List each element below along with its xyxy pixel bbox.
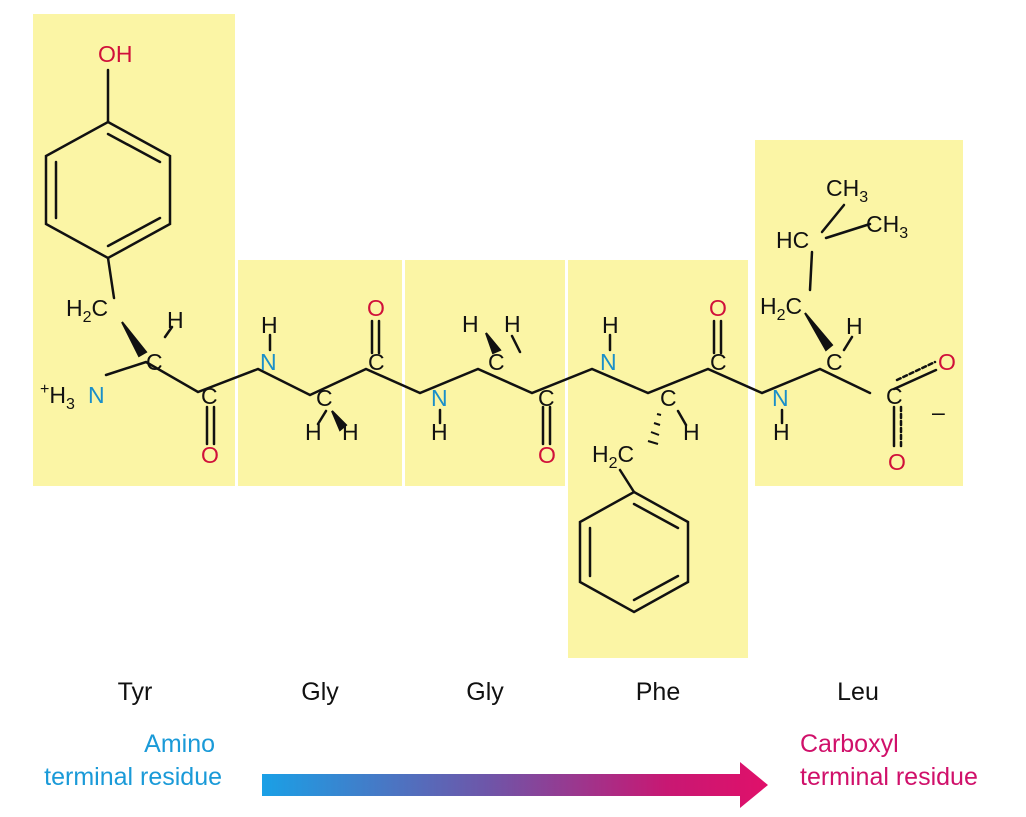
- methyl-label: CH3: [826, 175, 868, 206]
- hydrogen-label: H: [602, 312, 619, 338]
- leu-box: [755, 140, 963, 486]
- oxygen-label: O: [888, 449, 906, 475]
- phe-ch2-bond: [618, 468, 636, 494]
- hydrogen-label: H: [773, 419, 790, 445]
- ring-double-bond: [106, 216, 162, 248]
- oxygen-label: O: [538, 442, 556, 468]
- hydrogen-label: H: [431, 419, 448, 445]
- direction-arrow: [262, 762, 768, 808]
- nitrogen-label: N: [600, 349, 617, 375]
- ca-h-bond: [316, 409, 328, 426]
- carbonyl-carbon-label: C: [201, 383, 218, 409]
- alpha-carbon-label: C: [826, 349, 843, 375]
- bonds: [44, 68, 938, 614]
- methine-label: HC: [776, 227, 809, 253]
- ring-double-bond: [632, 574, 680, 602]
- oxygen-label: O: [201, 442, 219, 468]
- nitrogen-label: N: [772, 385, 789, 411]
- residue-boxes: [33, 14, 963, 658]
- carbonyl-carbon-label: C: [368, 349, 385, 375]
- hydrogen-label: H: [305, 419, 322, 445]
- oxygen-label: O: [367, 295, 385, 321]
- alpha-carbon-label: C: [146, 349, 163, 375]
- methylene-label: H2C: [66, 295, 108, 326]
- ammonium-label: +H3: [40, 381, 75, 413]
- ca-h-bond: [842, 335, 854, 352]
- wedge-bond: [804, 312, 834, 352]
- carboxylate-partial-bond: [895, 360, 937, 382]
- ring-ch2-bond: [106, 256, 116, 300]
- alpha-carbon-label: C: [488, 349, 505, 375]
- stereo-bonds: [121, 312, 834, 445]
- residue-name: Phe: [636, 678, 680, 706]
- ring-double-bond: [106, 132, 162, 164]
- nitrogen-label: N: [88, 382, 105, 408]
- residue-names: Tyr Gly Gly Phe Leu: [118, 678, 879, 706]
- hydrogen-label: H: [846, 313, 863, 339]
- methylene-label: H2C: [592, 441, 634, 472]
- hydrogen-label: H: [342, 419, 359, 445]
- nitrogen-label: N: [431, 385, 448, 411]
- oxygen-label: O: [709, 295, 727, 321]
- leu-ch2-chain-bond: [808, 250, 814, 292]
- ca-h-bond: [163, 325, 174, 339]
- hydrogen-label: H: [261, 312, 278, 338]
- carbonyl-carbon-label: C: [538, 385, 555, 411]
- terminal-labels: Amino terminal residue Carboxyl terminal…: [44, 730, 978, 791]
- hashed-bond: [647, 413, 662, 445]
- atom-labels: OH H2C H C +H3 N C O H N C H H O C N H H…: [40, 41, 956, 475]
- leu-methyl-bond: [824, 222, 872, 240]
- methylene-label: H2C: [760, 293, 802, 324]
- residue-name: Gly: [301, 678, 339, 706]
- alpha-carbon-label: C: [316, 385, 333, 411]
- residue-name: Leu: [837, 678, 879, 706]
- hydroxyl-label: OH: [98, 41, 133, 67]
- tyr-box: [33, 14, 235, 486]
- ca-h-bond: [510, 334, 522, 354]
- carboxylate-carbon-label: C: [886, 383, 903, 409]
- amino-terminal-label: Amino terminal residue: [44, 730, 222, 791]
- negative-charge-label: –: [932, 399, 945, 425]
- hydrogen-label: H: [462, 311, 479, 337]
- backbone-chain: [104, 360, 872, 397]
- wedge-bond: [331, 410, 348, 432]
- residue-name: Gly: [466, 678, 504, 706]
- wedge-bond: [121, 321, 148, 358]
- hydrogen-label: H: [683, 419, 700, 445]
- residue-name: Tyr: [118, 678, 153, 706]
- carboxyl-terminal-label: Carboxyl terminal residue: [800, 730, 978, 791]
- hydrogen-label: H: [167, 307, 184, 333]
- hydrogen-label: H: [504, 311, 521, 337]
- carboxylate-bond: [892, 368, 938, 391]
- ring-double-bond: [632, 502, 680, 530]
- oxygen-label: O: [938, 349, 956, 375]
- leu-methyl-bond: [820, 203, 846, 234]
- nitrogen-label: N: [260, 349, 277, 375]
- phenylalanine-ring: [578, 490, 690, 614]
- carbonyl-carbon-label: C: [710, 349, 727, 375]
- alpha-carbon-label: C: [660, 385, 677, 411]
- wedge-bond: [485, 332, 502, 355]
- methyl-label: CH3: [866, 211, 908, 242]
- ca-h-bond: [676, 409, 688, 427]
